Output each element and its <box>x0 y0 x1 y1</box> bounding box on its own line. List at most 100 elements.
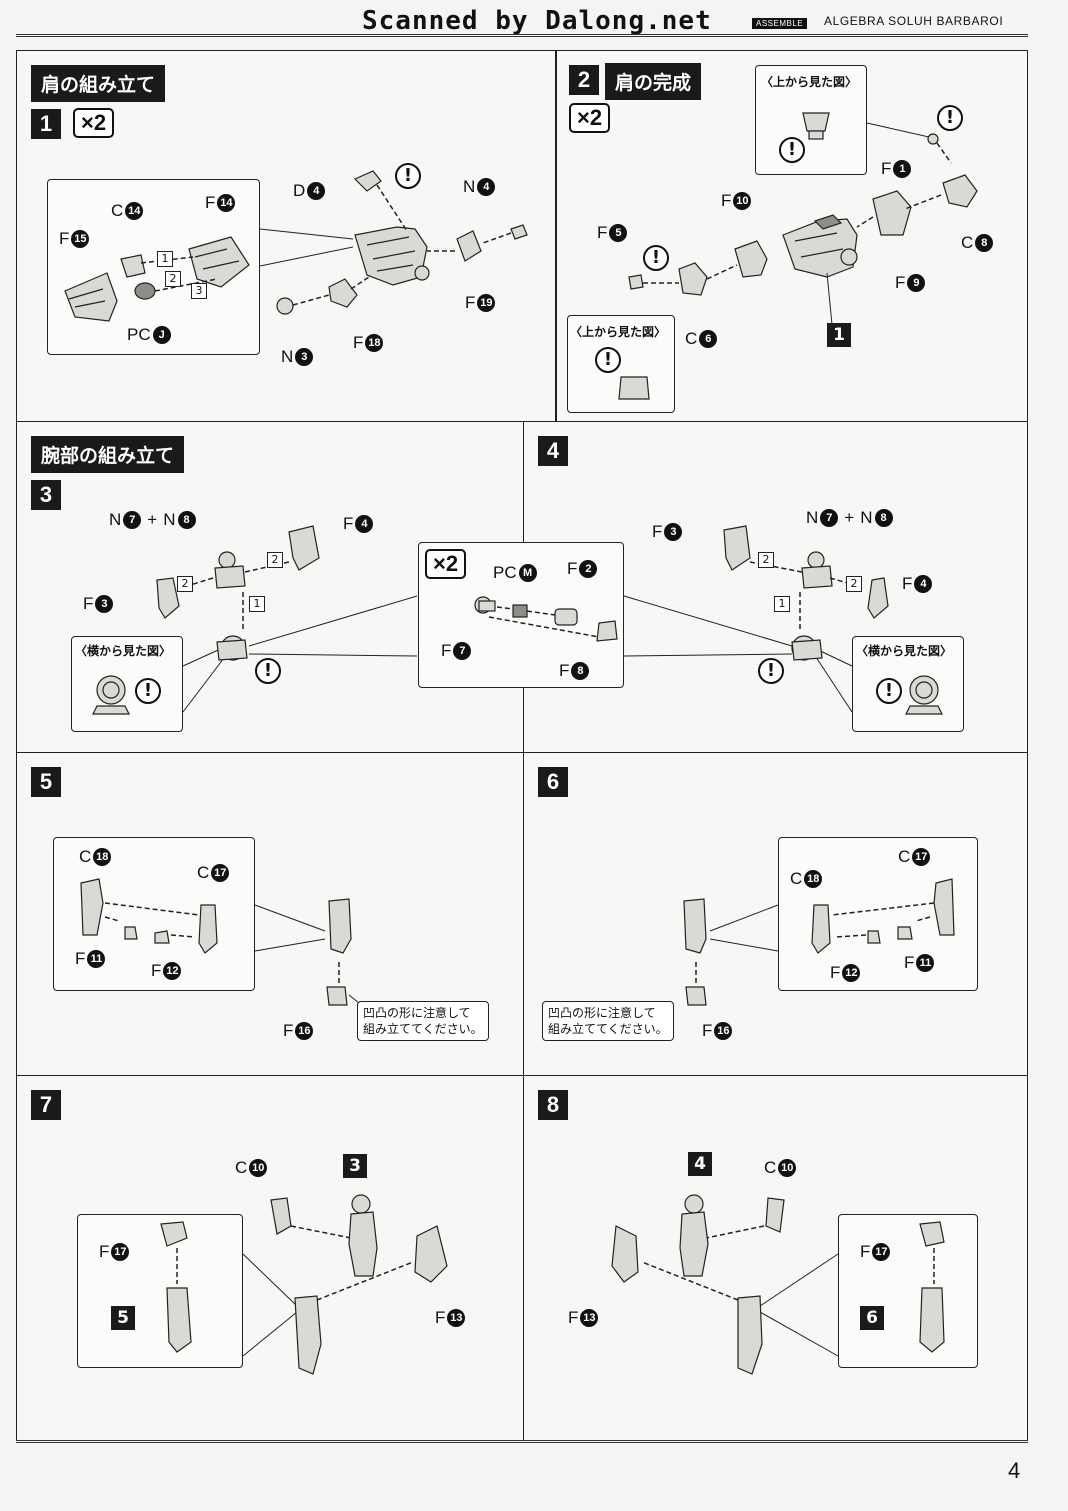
armor-c8 <box>942 174 978 208</box>
warning-icon: ! <box>395 163 421 189</box>
hand-mount-f16 <box>685 986 707 1006</box>
side-view-caption: 〈横から見た図〉 <box>856 644 953 658</box>
small-part-f12 <box>154 930 170 944</box>
side-view-box <box>71 636 183 732</box>
arm-shell-c18 <box>80 878 104 936</box>
forearm-part <box>683 898 707 954</box>
warning-icon: ! <box>135 678 161 704</box>
step-number: 4 <box>538 436 568 466</box>
armor-c10 <box>765 1197 785 1233</box>
polycap-m <box>512 604 528 618</box>
arm-shell-c18 <box>811 904 831 954</box>
warning-icon: ! <box>937 105 963 131</box>
small-part-d <box>353 170 382 192</box>
step-8-illustration <box>611 1194 945 1375</box>
armor-f3 <box>156 577 180 619</box>
armor-f3 <box>723 525 751 571</box>
small-block-f5 <box>628 274 644 290</box>
arm-shell-c17 <box>933 878 955 936</box>
arm-joint-part <box>216 635 248 661</box>
step-number: 5 <box>31 767 61 797</box>
header-rule <box>16 34 1028 37</box>
polycap-part <box>134 282 156 300</box>
step-6-illustration <box>683 878 955 1006</box>
armor-f13 <box>611 1225 639 1283</box>
side-view-joint <box>92 675 130 715</box>
upper-arm-assembly <box>679 1194 709 1277</box>
step-4-illustration <box>623 525 943 715</box>
sequence-2: 2 <box>165 271 181 287</box>
pin-part <box>510 224 528 240</box>
series-title: ALGEBRA SOLUH BARBAROI <box>824 14 1004 28</box>
step-reference: 3 <box>343 1154 367 1178</box>
step-number: 1 <box>31 109 61 139</box>
step-number: 6 <box>538 767 568 797</box>
small-part-f11 <box>897 926 913 940</box>
shape-note-line1: 凹凸の形に注意して <box>548 1006 656 1020</box>
step-number: 2 <box>569 65 599 95</box>
step-5-illustration <box>80 878 360 1006</box>
sequence-2: 2 <box>758 552 774 568</box>
shape-note: 凹凸の形に注意して 組み立ててください。 <box>542 1001 674 1041</box>
sub-assembly-illustration <box>474 596 618 642</box>
section-shoulder-complete: 肩の完成 <box>605 63 702 100</box>
sequence-3: 3 <box>191 283 207 299</box>
shape-note: 凹凸の形に注意して 組み立ててください。 <box>357 1001 489 1041</box>
shoulder-armor-part <box>64 272 118 322</box>
side-view-joint <box>905 675 943 715</box>
armor-f4 <box>288 525 320 571</box>
multiplier-badge: ×2 <box>569 103 611 133</box>
sequence-2: 2 <box>267 552 283 568</box>
sequence-1: 1 <box>774 596 790 612</box>
armor-c10 <box>270 1197 292 1235</box>
forearm-part <box>919 1287 945 1353</box>
joint-part <box>120 236 250 288</box>
sub-assembly-box <box>838 1214 978 1368</box>
ring-c6 <box>678 262 708 296</box>
sequence-1: 1 <box>157 251 173 267</box>
scan-credit: Scanned by Dalong.net <box>362 6 712 36</box>
multiplier-badge: ×2 <box>425 549 467 579</box>
armor-f9 <box>872 190 912 236</box>
forearm-part <box>166 1287 192 1353</box>
upper-arm-assembly <box>348 1194 378 1277</box>
top-view-block <box>618 376 650 400</box>
armor-f4 <box>867 577 889 619</box>
step-reference: 5 <box>111 1306 135 1330</box>
forearm-assembly <box>294 1295 322 1375</box>
upper-arm-part <box>214 551 246 589</box>
shape-note-line2: 組み立ててください。 <box>363 1022 483 1036</box>
top-view-caption-upper: 〈上から見た図〉 <box>761 75 858 89</box>
bracket-f8 <box>596 620 618 642</box>
small-part-f11 <box>124 926 138 940</box>
shoulder-cover-part <box>160 1221 188 1247</box>
step-3-illustration <box>92 525 418 715</box>
warning-icon: ! <box>876 678 902 704</box>
sequence-1: 1 <box>249 596 265 612</box>
sub-assembly-box <box>77 1214 243 1368</box>
upper-arm-part <box>801 551 833 589</box>
warning-icon: ! <box>779 137 805 163</box>
